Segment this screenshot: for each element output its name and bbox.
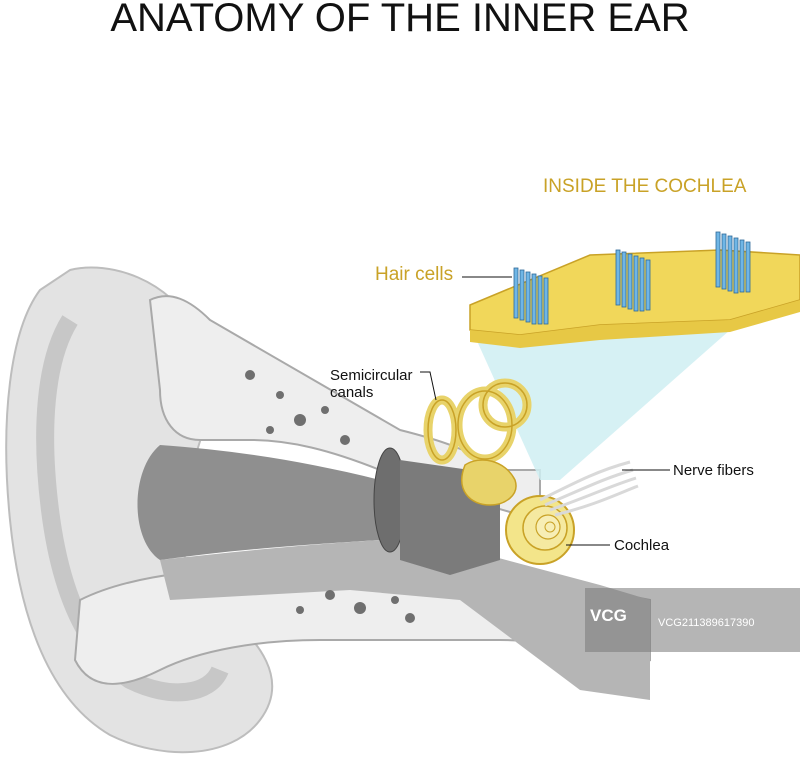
nerve-fibers — [539, 460, 639, 517]
cochlea-inset-cone — [472, 330, 730, 480]
ear-canal-floor — [160, 540, 650, 700]
label-semicircular-canals: Semicircular canals — [330, 367, 413, 401]
cochlea-tissue-slab-edge — [470, 300, 800, 348]
label-hair-cells: Hair cells — [375, 264, 454, 285]
ear-canal — [137, 445, 380, 560]
label-nerve-fibers: Nerve fibers — [673, 462, 754, 479]
label-semicircular-line1: Semicircular — [330, 367, 413, 384]
inset-title: INSIDE THE COCHLEA — [543, 176, 747, 197]
hair-cell-bundles — [513, 231, 751, 325]
label-cochlea: Cochlea — [614, 537, 670, 554]
leader-lines — [420, 276, 670, 546]
watermark-id: VCG211389617390 — [658, 617, 755, 629]
page-title: ANATOMY OF THE INNER EAR — [110, 0, 690, 40]
watermark-box — [585, 588, 800, 652]
bone-pores — [245, 370, 415, 623]
outer-ear-inner — [36, 315, 229, 702]
vestibule — [461, 459, 517, 506]
label-semicircular-line2: canals — [330, 384, 374, 401]
watermark-logo: VCG — [590, 606, 627, 625]
